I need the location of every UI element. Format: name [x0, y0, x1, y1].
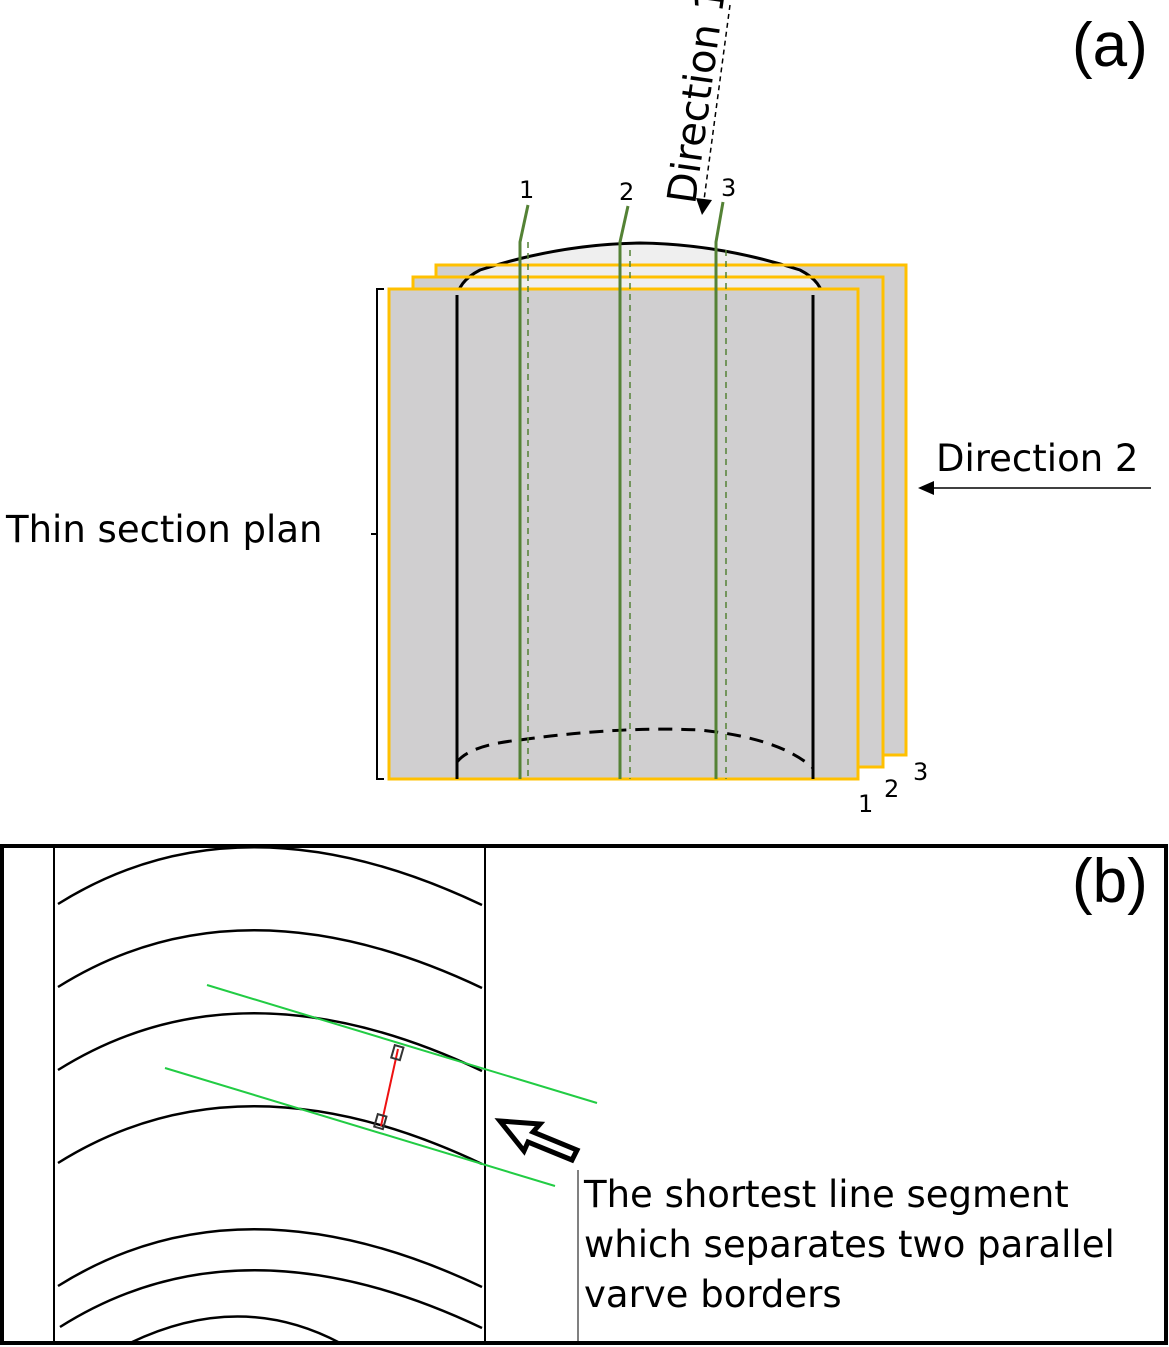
- pointer-arrow-icon: [494, 1118, 581, 1164]
- cylinder-top-fill: [457, 243, 823, 300]
- caption-line-3: varve borders: [584, 1273, 842, 1316]
- plate-number-2: 2: [884, 775, 899, 803]
- varve-border-1: [57, 846, 483, 907]
- section-line-2: [618, 205, 631, 779]
- varve-border-3: [57, 1012, 483, 1073]
- panel-a-label: (a): [1072, 11, 1148, 80]
- varve-border-5: [57, 1228, 483, 1289]
- parallel-tangent-line-lower: [164, 1067, 556, 1187]
- right-angle-marker-upper: [389, 1043, 405, 1062]
- varve-border-2: [57, 929, 483, 990]
- thin-section-bracket: [376, 288, 384, 780]
- panel-b-label: (b): [1072, 847, 1148, 916]
- section-line-1: [518, 204, 530, 779]
- plate-number-3: 3: [913, 758, 928, 786]
- caption-line-1: The shortest line segment: [584, 1173, 1069, 1216]
- caption-line-2: which separates two parallel: [584, 1223, 1115, 1266]
- varve-border-7: [129, 1315, 341, 1345]
- plate-1: [387, 287, 860, 781]
- direction-2-arrowhead-icon: [918, 481, 934, 495]
- shortest-line-segment: [380, 1048, 399, 1127]
- section-number-1: 1: [519, 176, 534, 204]
- plate-number-1: 1: [858, 790, 873, 818]
- section-number-2: 2: [619, 178, 634, 206]
- panel-b-frame: [0, 844, 1168, 1345]
- direction-1-arrowhead-icon: [696, 198, 712, 215]
- varve-borders: [57, 846, 483, 1345]
- direction-1-arrow-line: [703, 4, 731, 201]
- thin-section-label: Thin section plan: [5, 508, 322, 551]
- direction-2-label: Direction 2: [936, 437, 1138, 480]
- section-line-3: [714, 201, 727, 779]
- panel-b-caption: The shortest line segment which separate…: [584, 1170, 1164, 1320]
- right-angle-marker-lower: [372, 1112, 388, 1131]
- varve-border-4: [57, 1105, 483, 1166]
- cylinder-top-edge: [455, 241, 825, 301]
- panel-b: (b): [0, 844, 1168, 1345]
- varve-border-6: [59, 1269, 483, 1330]
- parallel-tangent-line-upper: [206, 984, 598, 1104]
- section-number-3: 3: [721, 174, 736, 202]
- panel-a: (a) 1 2 3: [5, 0, 1151, 818]
